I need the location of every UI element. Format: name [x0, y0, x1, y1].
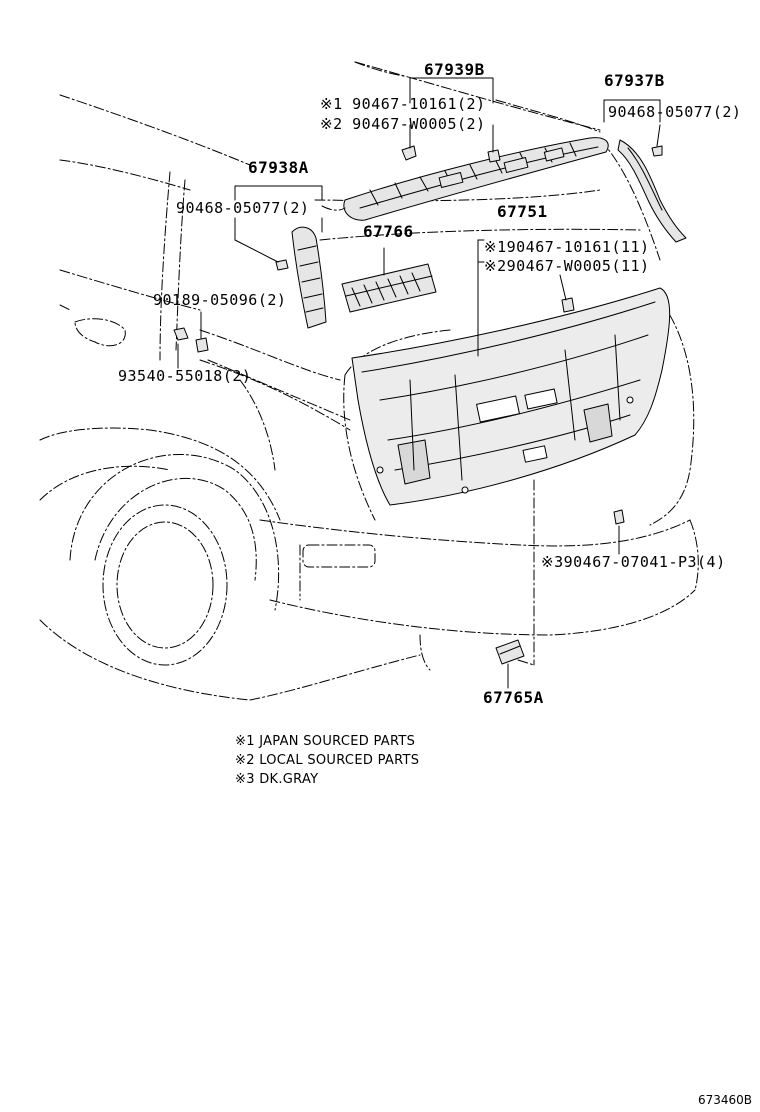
- sub-part-67937b-1: 90468-05077(2): [608, 103, 742, 121]
- clip-67751: [561, 297, 575, 313]
- sub-part-67751-1: ※190467-10161(11): [484, 238, 650, 256]
- clip-90467-p3: [613, 509, 625, 525]
- part-67937b: [617, 139, 687, 243]
- sub-part-67751-2: ※290467-W0005(11): [484, 257, 650, 275]
- part-number-67939b: 67939B: [424, 60, 485, 79]
- footnote-2: ※2 LOCAL SOURCED PARTS: [235, 753, 420, 768]
- part-number-67751: 67751: [497, 202, 548, 221]
- part-number-67937b: 67937B: [604, 71, 665, 90]
- leader-lines: [177, 77, 661, 689]
- part-67766: [341, 263, 437, 313]
- screw-93540: [173, 327, 189, 341]
- part-67939b: [343, 137, 609, 221]
- part-67765a: [495, 639, 525, 665]
- part-number-67766: 67766: [363, 222, 414, 241]
- part-number-93540: 93540-55018(2): [118, 367, 252, 385]
- clip-90189: [195, 337, 209, 353]
- part-67938a: [291, 226, 327, 329]
- reference-lines: [207, 61, 601, 666]
- part-67751: [351, 287, 671, 506]
- sub-part-67938a-1: 90468-05077(2): [176, 199, 310, 217]
- footnote-1: ※1 JAPAN SOURCED PARTS: [235, 734, 416, 749]
- clip-67938a: [275, 259, 289, 271]
- clip-67937b: [651, 145, 663, 157]
- sub-part-67939b-1: ※1 90467-10161(2): [320, 95, 486, 113]
- part-number-90467-p3: ※390467-07041-P3(4): [541, 553, 726, 571]
- diagram-code: 673460B: [698, 1093, 753, 1107]
- clip-67939b: [401, 145, 501, 163]
- vehicle-body-outline: [39, 61, 699, 701]
- sub-part-67939b-2: ※2 90467-W0005(2): [320, 115, 486, 133]
- part-number-90189: 90189-05096(2): [153, 291, 287, 309]
- part-number-67765a: 67765A: [483, 688, 544, 707]
- footnote-3: ※3 DK.GRAY: [235, 772, 319, 787]
- part-number-67938a: 67938A: [248, 158, 309, 177]
